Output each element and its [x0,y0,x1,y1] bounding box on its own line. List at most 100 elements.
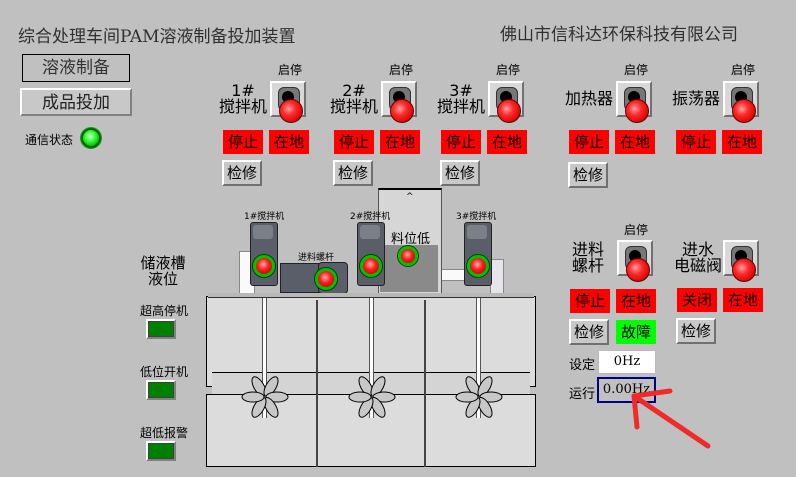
mixer2-start-stop-switch[interactable] [381,81,417,123]
nav-solution-prep-button[interactable]: 溶液制备 [22,54,130,82]
red-knob-icon [390,99,414,123]
mixer3-start-stop-switch[interactable] [488,81,524,123]
mixer1-label: 1# 搅拌机 [218,83,268,115]
feed-screw-fault-status: 故障 [616,320,656,344]
level-low-alarm-indicator [146,441,176,461]
heater-switch-label: 启停 [624,63,649,77]
mixer2-process-label: 2#搅拌机 [350,212,391,222]
page-title: 综合处理车间PAM溶液制备投加装置 [18,27,296,47]
vibrator-mode: 在地 [722,130,762,154]
tank-divider [316,300,318,467]
red-knob-icon [732,99,756,123]
freq-run-label: 运行 [569,387,596,402]
feed-screw-process-label: 进料螺杆 [298,253,335,263]
feed-screw-switch-label: 启停 [624,223,649,237]
mixer3-process-label: 3#搅拌机 [456,212,497,222]
vibrator-start-stop-switch[interactable] [723,81,759,123]
tank-divider [424,300,426,467]
red-knob-icon [626,258,650,282]
feed-screw-run-state: 停止 [570,289,610,313]
vibrator-switch-label: 启停 [731,63,756,77]
vibrator-run-state: 停止 [676,130,716,154]
mixer3-run-state: 停止 [441,130,481,154]
mixer3-switch-label: 启停 [496,63,521,77]
mixer3-label-line2: 搅拌机 [436,97,485,116]
mixer2-motor-icon [357,222,385,286]
mixer3-mode: 在地 [487,130,527,154]
hopper-mark: ^ [406,192,414,202]
freq-run-value: 0.00Hz [597,377,656,403]
company-name: 佛山市信科达环保科技有限公司 [500,25,738,45]
mixer3-impeller-icon [455,376,503,418]
mixer1-mode: 在地 [269,130,309,154]
feed-screw-label: 进料 螺杆 [570,242,606,274]
inlet-valve-label-line1: 进水 [681,240,714,259]
pipe [490,259,504,295]
level-low-start-indicator [146,380,176,400]
comm-status-label: 通信状态 [25,133,74,147]
feed-screw-maint-button[interactable]: 检修 [569,319,609,345]
inlet-valve-switch[interactable] [723,240,759,282]
mixer1-process-label: 1#搅拌机 [244,212,285,222]
mixer2-label: 2# 搅拌机 [329,83,379,115]
mixer2-run-lamp-icon [360,255,382,277]
mixer1-switch-label: 启停 [278,63,303,77]
inlet-valve-mode: 在地 [723,288,763,312]
feed-screw-label-line2: 螺杆 [571,256,604,275]
mixer2-label-line1: 2# [342,81,366,100]
mixer1-maint-button[interactable]: 检修 [222,160,262,186]
heater-run-state: 停止 [569,130,609,154]
feed-screw-label-line1: 进料 [571,240,604,259]
heater-label: 加热器 [564,89,613,108]
mixer2-impeller-icon [348,376,396,418]
heater-maint-button[interactable]: 检修 [568,162,608,188]
mixer1-run-lamp-icon [253,255,275,277]
mixer2-mode: 在地 [380,130,420,154]
mixer3-shaft [476,298,481,418]
inlet-valve-label: 进水 电磁阀 [674,242,722,274]
mixer2-shaft [369,298,374,418]
inlet-valve-state: 关闭 [677,288,717,312]
tank-level-title-line2: 液位 [147,270,178,288]
hopper-level-lamp-icon [398,246,418,266]
level-high-stop-indicator [146,319,176,339]
feed-screw-start-stop-switch[interactable] [617,240,653,282]
mixer2-switch-label: 启停 [389,63,414,77]
mixer1-impeller-icon [241,376,289,418]
nav-product-dosing-button[interactable]: 成品投加 [20,88,132,116]
mixer1-start-stop-switch[interactable] [270,81,306,123]
level-low-start-label: 低位开机 [140,365,189,379]
heater-mode: 在地 [615,130,655,154]
mixer3-run-lamp-icon [467,255,489,277]
mixer2-maint-button[interactable]: 检修 [333,160,373,186]
red-knob-icon [732,258,756,282]
freq-set-label: 设定 [569,358,596,373]
mixer1-label-line2: 搅拌机 [218,97,267,116]
comm-status-lamp-icon [81,128,101,148]
mixer1-label-line1: 1# [231,81,255,100]
tank-lid [208,293,534,298]
freq-set-input[interactable]: 0Hz [598,350,656,374]
mixer2-label-line2: 搅拌机 [329,97,378,116]
heater-start-stop-switch[interactable] [616,81,652,123]
level-high-stop-label: 超高停机 [140,304,189,318]
vibrator-label: 振荡器 [671,89,720,108]
mixer3-maint-button[interactable]: 检修 [440,160,480,186]
hopper-level-label: 料位低 [391,232,431,247]
inlet-valve-maint-button[interactable]: 检修 [676,318,716,344]
tank-level-title-line1: 储液槽 [140,254,186,272]
level-low-alarm-label: 超低报警 [140,426,189,440]
red-knob-icon [279,99,303,123]
mixer1-run-state: 停止 [223,130,263,154]
feed-screw-run-lamp-icon [315,268,337,290]
inlet-valve-label-line2: 电磁阀 [674,256,723,275]
tank-level-title: 储液槽 液位 [138,255,188,287]
mixer2-run-state: 停止 [334,130,374,154]
mixer1-shaft [262,298,267,418]
feed-screw-mode: 在地 [616,289,656,313]
mixer3-label-line1: 3# [449,81,473,100]
annotation-arrow-icon [631,388,711,449]
red-knob-icon [497,99,521,123]
mixer3-label: 3# 搅拌机 [436,83,486,115]
red-knob-icon [625,99,649,123]
